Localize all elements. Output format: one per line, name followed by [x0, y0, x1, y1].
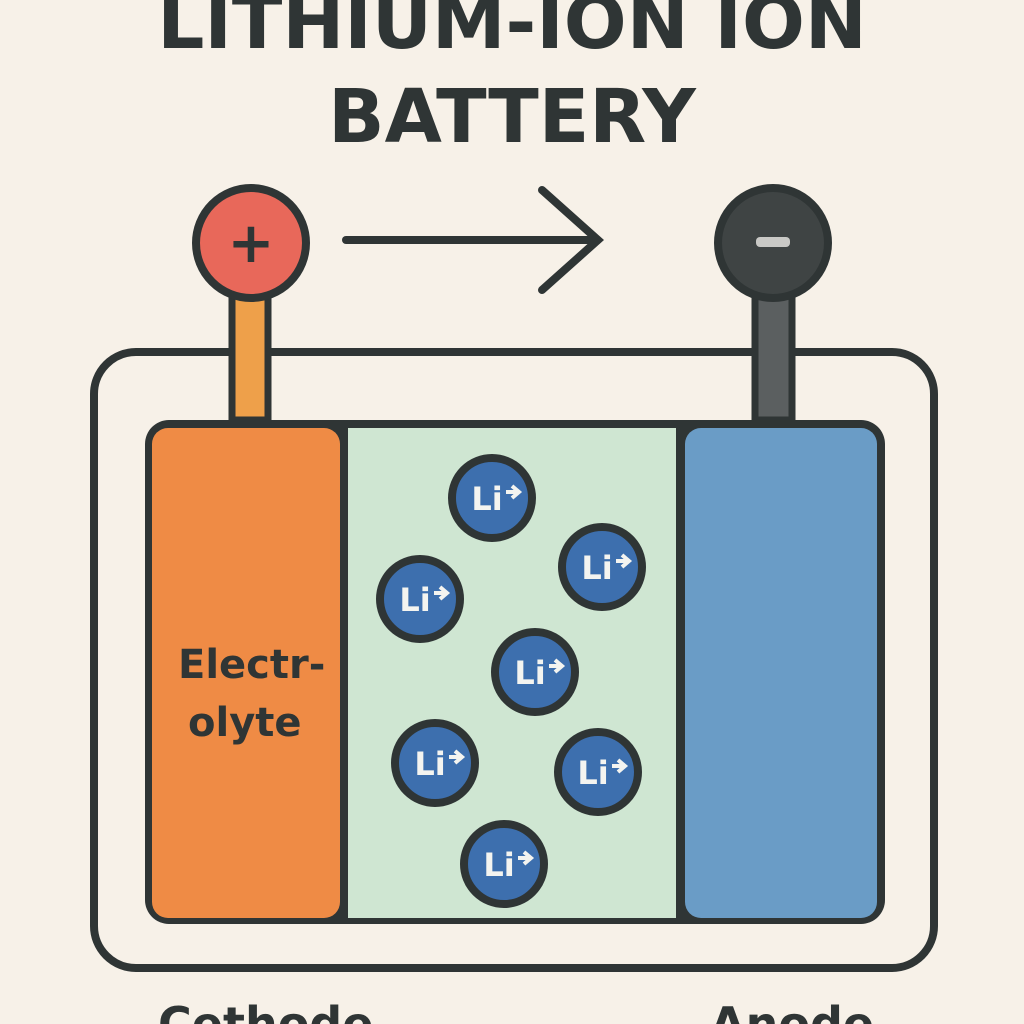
- ion-label: Li: [414, 745, 445, 783]
- lithium-ion: Li: [448, 454, 536, 542]
- lithium-ion: Li: [376, 555, 464, 643]
- plus-icon: [192, 184, 310, 302]
- cathode-panel: [152, 428, 340, 918]
- ion-arrow-icon: [449, 749, 466, 765]
- ion-arrow-icon: [612, 758, 629, 774]
- ion-arrow-icon: [506, 484, 523, 500]
- ion-label: Li: [483, 846, 514, 884]
- ion-circle: [491, 628, 579, 716]
- ion-label: Li: [514, 654, 545, 692]
- arrow-right-icon: [342, 186, 605, 294]
- negative-terminal-stem: [751, 288, 796, 424]
- ion-label: Li: [399, 581, 430, 619]
- lithium-ion: Li: [491, 628, 579, 716]
- lithium-ion: Li: [460, 820, 548, 908]
- anode-panel: [685, 428, 877, 918]
- lithium-ion: Li: [391, 719, 479, 807]
- battery-casing: [90, 348, 938, 972]
- ion-label: Li: [577, 754, 608, 792]
- ion-circle: [558, 523, 646, 611]
- lithium-ion: Li: [558, 523, 646, 611]
- ion-arrow-icon: [549, 658, 566, 674]
- electrolyte-label-line-1: Electr-: [178, 642, 325, 688]
- ion-circle: [554, 728, 642, 816]
- ion-arrow-icon: [518, 850, 535, 866]
- positive-sign: +: [228, 211, 275, 276]
- ion-arrow-icon: [616, 553, 633, 569]
- positive-terminal: +: [192, 184, 310, 302]
- ion-circle: [376, 555, 464, 643]
- ion-label: Li: [581, 549, 612, 587]
- cathode-label: Cethode: [158, 997, 373, 1024]
- lithium-ion: Li: [554, 728, 642, 816]
- negative-terminal: [714, 184, 832, 302]
- title-line-2: BATTERY: [328, 74, 697, 160]
- ion-circle: [448, 454, 536, 542]
- title-line-1: LITHIUM-ION ION: [157, 0, 867, 66]
- anode-label: Anode: [710, 997, 874, 1024]
- negative-sign: [756, 237, 790, 247]
- ion-circle: [391, 719, 479, 807]
- ion-label: Li: [471, 480, 502, 518]
- ion-arrow-icon: [434, 585, 451, 601]
- ion-circle: [460, 820, 548, 908]
- electrolyte-label-line-2: olyte: [188, 700, 302, 746]
- positive-terminal-stem: [228, 288, 272, 424]
